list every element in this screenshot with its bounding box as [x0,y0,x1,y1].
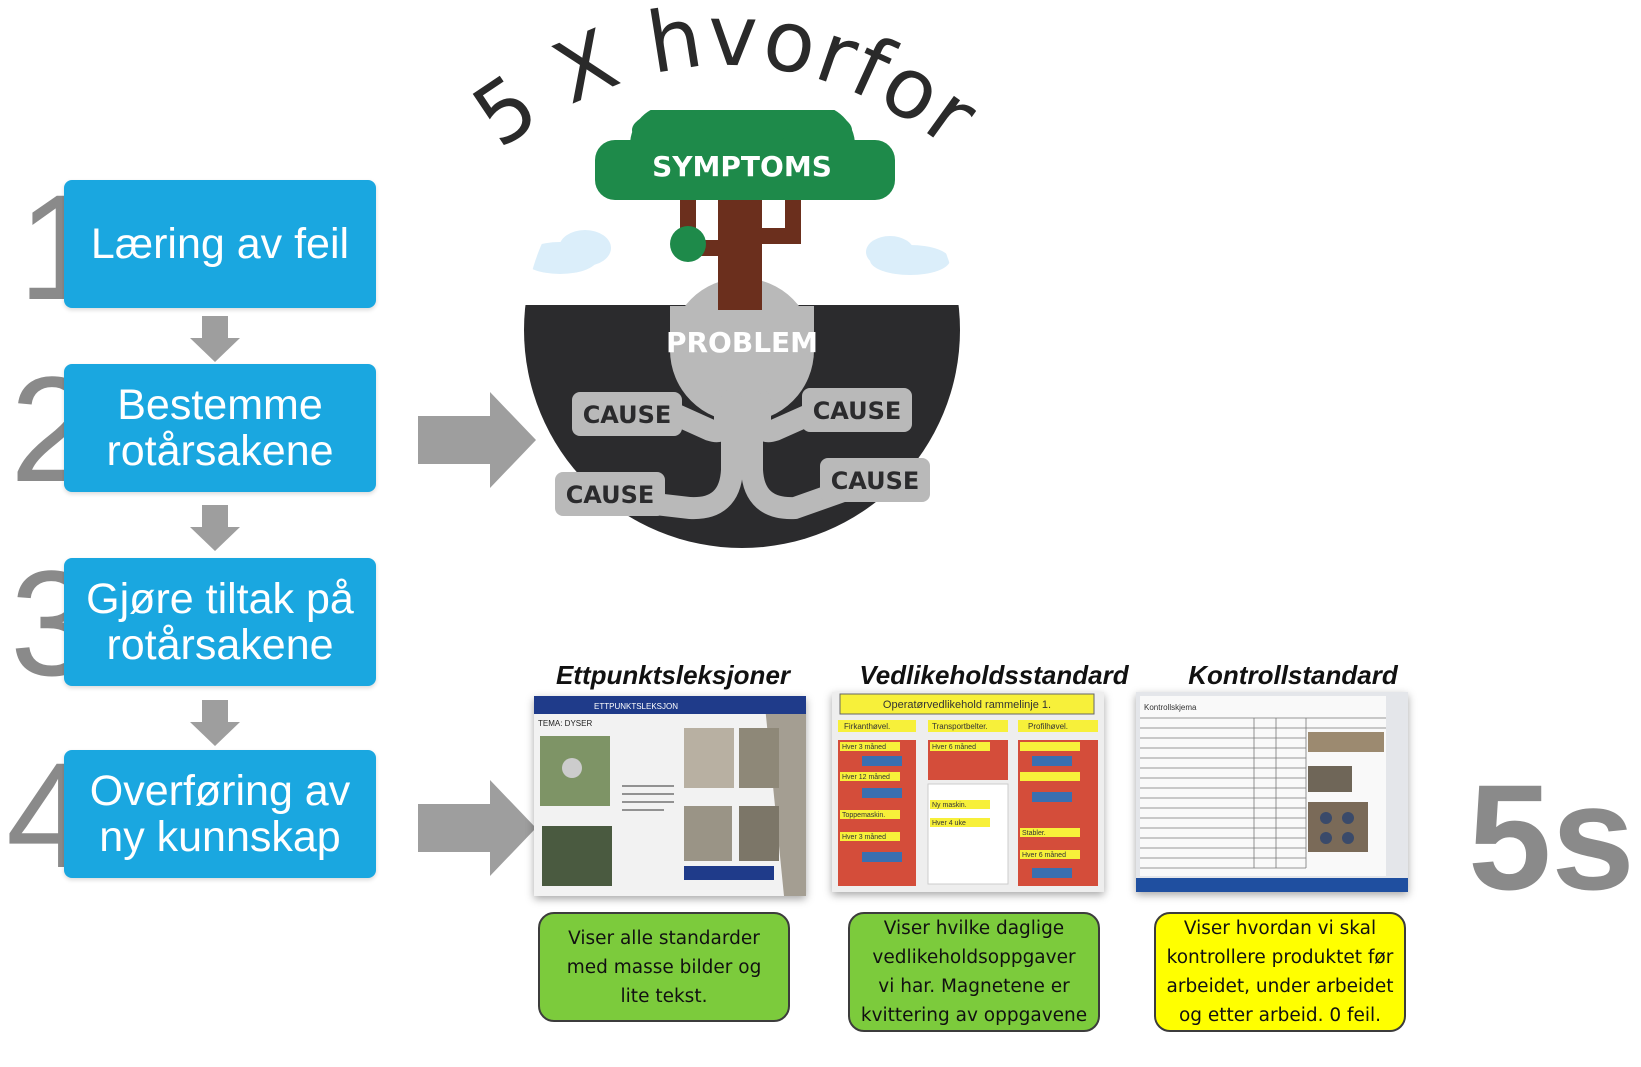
five-s-label: 5s [1468,753,1635,921]
note-text: Viser hvilke daglige vedlikeholdsoppgave… [860,918,1088,1026]
right-arrow-icon [418,780,536,876]
photo-text: Hver 3 måned [842,833,886,841]
note-text: Viser alle standarder med masse bilder o… [566,927,762,1007]
step-box-2: Bestemme rotårsakene [64,364,376,492]
cause-label: CAUSE [831,467,920,495]
step-box-4: Overføring av ny kunnskap [64,750,376,878]
root-cause-tree-diagram: CAUSE CAUSE CAUSE CAUSE SYMPTOMS PROBLEM [524,110,960,548]
photo-text: Firkanthøvel. [844,722,890,731]
step-label-1: Læring av feil [90,220,350,268]
down-arrow-icon [190,505,240,551]
problem-label: PROBLEM [666,326,818,359]
standard-title-3: Kontrollstandard [1188,660,1398,690]
photo-text: Hver 6 måned [1022,851,1066,859]
photo-text: Toppemaskin. [842,812,885,819]
photo-text: Hver 4 uke [932,820,966,827]
standard-title-2: Vedlikeholdsstandard [859,660,1129,690]
step-box-1: Læring av feil [64,180,376,308]
note-vedlikeholdsstandard: Viser hvilke daglige vedlikeholdsoppgave… [848,912,1100,1032]
photo-text: Hver 6 måned [932,743,976,751]
right-arrow-icon [418,392,536,488]
photo-text: Ny maskin. [932,802,967,809]
photo-text: TEMA: DYSER [538,719,592,728]
step-label-2: Bestemme rotårsakene [106,381,334,475]
standard-title-1: Ettpunktsleksjoner [555,660,791,690]
ettpunktsleksjon-photo: ETTPUNKTSLEKSJON TEMA: DYSER [534,696,806,896]
down-arrow-icon [190,316,240,362]
photo-text: Kontrollskjema [1144,703,1197,712]
step-box-3: Gjøre tiltak på rotårsakene [64,558,376,686]
symptoms-label: SYMPTOMS [652,150,832,183]
cause-label: CAUSE [813,397,902,425]
note-text: Viser hvordan vi skal kontrollere produk… [1166,918,1394,1026]
photo-text: Hver 3 måned [842,743,886,751]
photo-text: Profilhøvel. [1028,722,1068,731]
photo-text: Hver 12 måned [842,773,890,781]
vedlikeholdsstandard-photo: Operatørvedlikehold rammelinje 1. Firkan… [832,692,1104,892]
step-label-3: Gjøre tiltak på rotårsakene [86,575,354,669]
photo-text: Stabler. [1022,830,1046,837]
photo-text: ETTPUNKTSLEKSJON [594,702,678,711]
note-kontrollstandard: Viser hvordan vi skal kontrollere produk… [1154,912,1406,1032]
down-arrow-icon [190,700,240,746]
photo-text: Transportbelter. [932,722,988,731]
photo-text: Operatørvedlikehold rammelinje 1. [883,699,1051,711]
step-label-4: Overføring av ny kunnskap [89,767,351,861]
kontrollstandard-photo: Kontrollskjema [1136,692,1408,892]
cause-label: CAUSE [566,481,655,509]
cause-label: CAUSE [583,401,672,429]
note-ettpunktsleksjoner: Viser alle standarder med masse bilder o… [538,912,790,1022]
